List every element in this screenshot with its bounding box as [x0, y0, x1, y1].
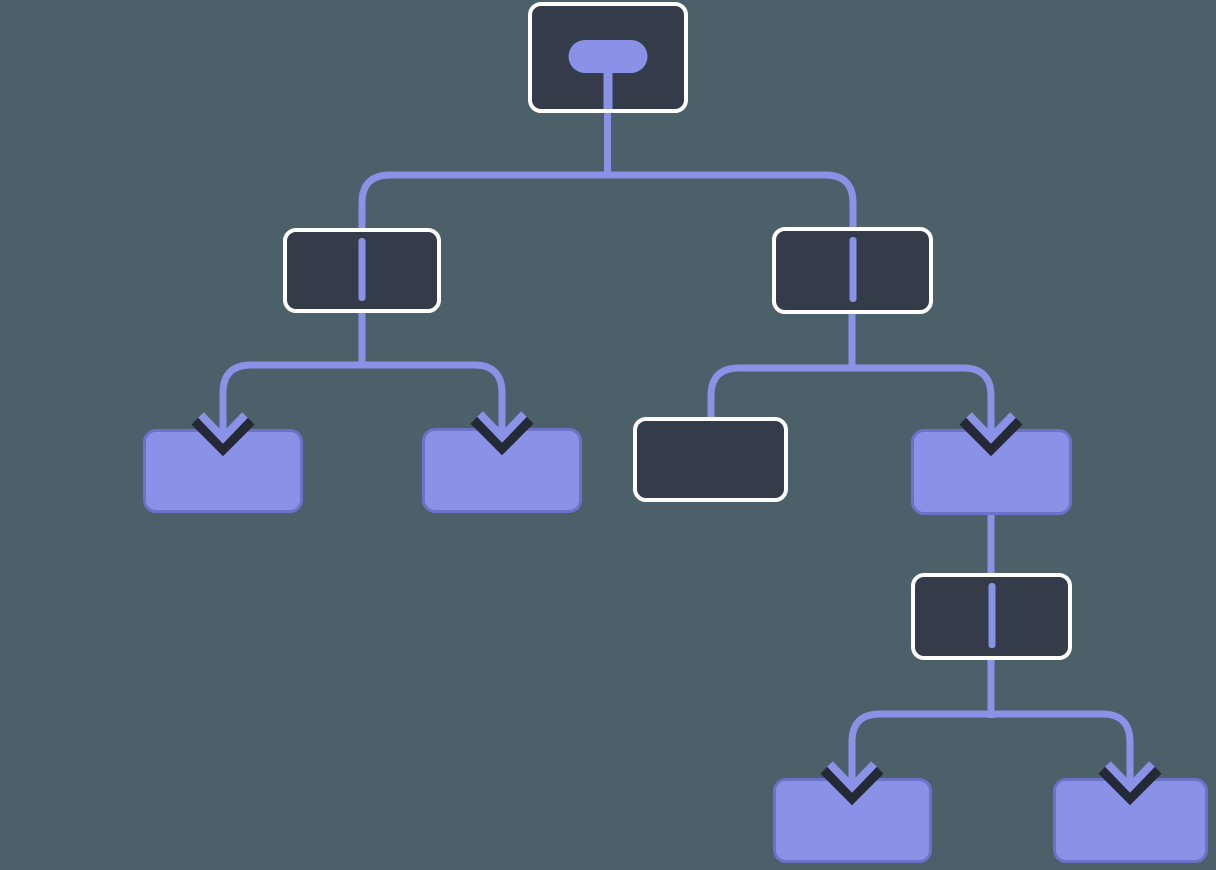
branch-line-icon [849, 237, 856, 302]
edge-rail-level1 [358, 171, 857, 240]
edge-rail-right-subtree [707, 364, 995, 429]
node-leaf-4[interactable] [773, 778, 932, 863]
node-leaf-1[interactable] [143, 429, 303, 513]
root-stem-icon [603, 58, 613, 109]
root-pill-icon [568, 40, 648, 73]
branch-line-icon [988, 583, 995, 648]
node-leaf-2[interactable] [422, 428, 582, 513]
node-branch-left[interactable] [283, 228, 441, 313]
edge-rail-left-subtree [219, 361, 506, 429]
edge-rail-bottom-subtree [848, 710, 1134, 778]
node-root[interactable] [528, 2, 688, 113]
branch-line-icon [358, 238, 366, 301]
node-branch-right[interactable] [772, 227, 933, 314]
node-dark-leaf[interactable] [633, 417, 788, 502]
node-leaf-3[interactable] [911, 429, 1072, 515]
node-branch-bottom[interactable] [911, 573, 1072, 660]
node-leaf-5[interactable] [1053, 778, 1208, 863]
